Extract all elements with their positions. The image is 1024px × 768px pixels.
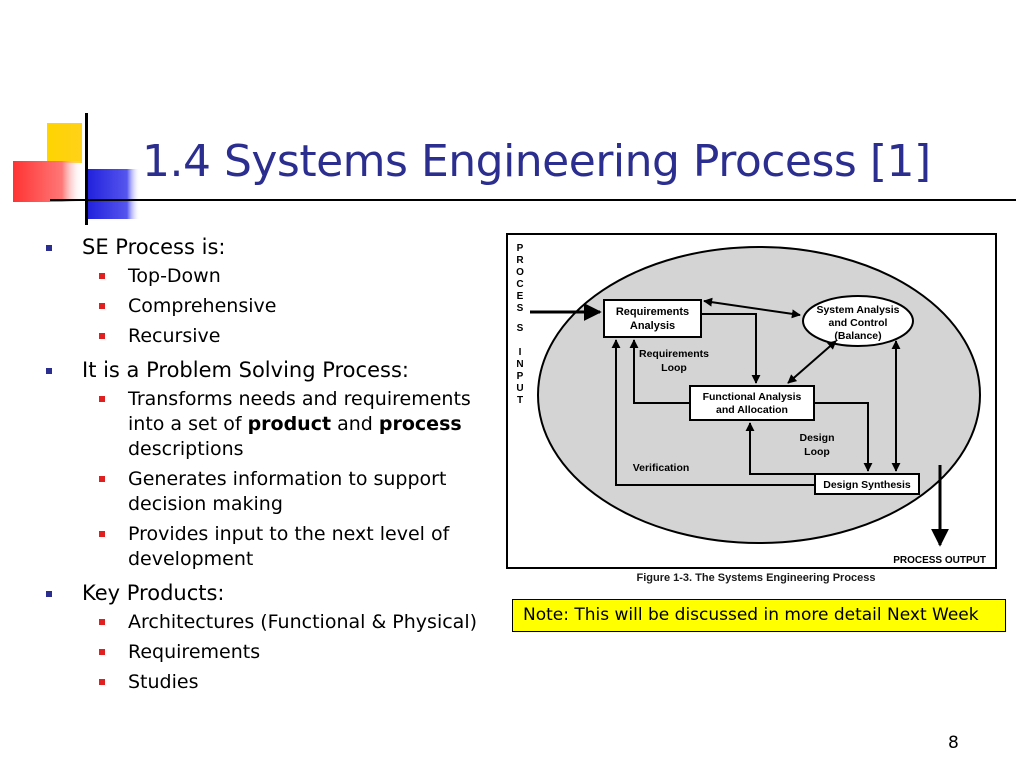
bullet-list: SE Process is: Top-Down Comprehensive Re… [46,234,496,695]
design-synthesis-label: Design Synthesis [823,479,911,491]
blue-square [88,169,140,219]
input-letter: P [517,243,524,254]
input-letter: T [517,395,523,406]
bullet-se-process: SE Process is: [46,234,496,261]
input-letter: U [516,383,523,394]
design-loop-arrow [745,422,815,475]
sub-bullet-comprehensive: Comprehensive [99,294,496,319]
requirements-analysis-line1: Requirements [616,306,689,318]
design-loop-line2: Loop [804,446,830,458]
input-letter: C [516,279,523,290]
figure-caption: Figure 1-3. The Systems Engineering Proc… [636,572,876,584]
transforms-text-post: descriptions [128,438,244,460]
system-analysis-line1: System Analysis [816,304,899,316]
input-letter: N [516,359,523,370]
system-analysis-line3: (Balance) [834,330,881,342]
input-letter: O [516,267,524,278]
transforms-text-pre: Transforms needs and requirements into a… [128,388,471,435]
functional-analysis-line2: and Allocation [716,404,788,416]
input-letter: I [519,347,522,358]
sub-bullet-architectures: Architectures (Functional & Physical) [99,610,496,635]
req-sys-arrow [703,297,801,319]
requirements-analysis-box [603,299,702,338]
yellow-square [47,123,82,163]
req-to-func-arrow [701,313,761,384]
note-box: Note: This will be discussed in more det… [512,599,1006,632]
requirements-loop-line1: Requirements [639,348,709,360]
bold-product: product [247,413,332,435]
requirements-loop-arrow [629,339,690,404]
process-output-label: PROCESS OUTPUT [893,555,986,566]
bold-process: process [378,413,462,435]
func-sys-arrow [787,340,837,384]
input-letter: R [516,255,524,266]
design-loop-line1: Design [799,432,834,444]
slide-title: 1.4 Systems Engineering Process [1] [142,136,931,187]
red-square [13,161,83,202]
bullet-key-products: Key Products: [46,580,496,607]
sub-bullet-recursive: Recursive [99,324,496,349]
input-letter: S [517,323,524,334]
sub-bullet-requirements: Requirements [99,640,496,665]
requirements-loop-line2: Loop [661,362,687,374]
sub-bullet-studies: Studies [99,670,496,695]
page-number: 8 [948,733,959,753]
vertical-rule [85,113,88,225]
process-input-label: P R O C E S S I N P U T [516,243,524,406]
bullet-problem-solving: It is a Problem Solving Process: [46,357,496,384]
sub-bullet-generates: Generates information to support decisio… [99,467,496,517]
transforms-text-mid: and [331,413,379,435]
sub-bullet-provides: Provides input to the next level of deve… [99,522,496,572]
verification-arrow [611,339,815,486]
title-underline [50,199,1016,201]
input-letter: P [517,371,524,382]
system-analysis-line2: and Control [829,317,888,329]
verification-label: Verification [633,462,690,474]
input-letter: E [517,291,524,302]
input-letter: S [517,303,524,314]
functional-analysis-line1: Functional Analysis [703,391,802,403]
sub-bullet-transforms: Transforms needs and requirements into a… [99,387,496,462]
sub-bullet-top-down: Top-Down [99,264,496,289]
system-analysis-ellipse [802,295,914,347]
func-to-design-arrow [814,402,873,472]
se-process-diagram: P R O C E S S I N P U T PROCESS OUTPUT R… [506,233,997,569]
requirements-analysis-line2: Analysis [630,320,675,332]
corner-decoration [13,113,140,225]
